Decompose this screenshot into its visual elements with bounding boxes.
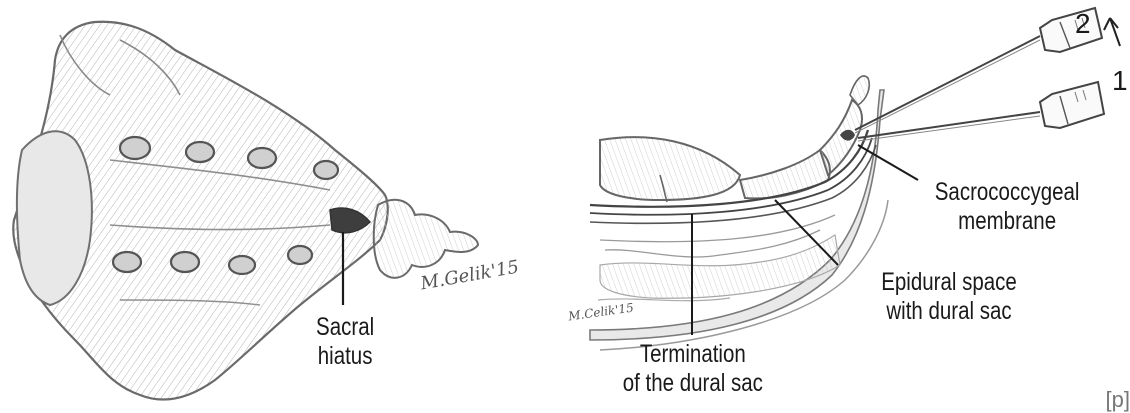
label-epidural-line2: with dural sac	[858, 297, 1040, 326]
label-sacrococcygeal-line2: membrane	[912, 207, 1102, 236]
label-epidural-space: Epidural space with dural sac	[858, 268, 1040, 326]
label-sacrococcygeal-membrane: Sacrococcygeal membrane	[912, 178, 1102, 236]
label-sacral-hiatus: Sacral hiatus	[300, 313, 390, 371]
label-sacral-hiatus-line1: Sacral	[300, 313, 390, 342]
label-termination-dural-sac: Termination of the dural sac	[610, 340, 776, 398]
label-sacral-hiatus-line2: hiatus	[300, 342, 390, 371]
label-termination-line2: of the dural sac	[610, 369, 776, 398]
sacrum-drawing	[13, 22, 478, 400]
label-sacrococcygeal-line1: Sacrococcygeal	[912, 178, 1102, 207]
label-epidural-line1: Epidural space	[858, 268, 1040, 297]
corner-reference-text: [p]	[1106, 387, 1130, 413]
needle-label-1: 1	[1112, 65, 1128, 97]
needle-label-2: 2	[1075, 8, 1091, 40]
label-termination-line1: Termination	[610, 340, 776, 369]
